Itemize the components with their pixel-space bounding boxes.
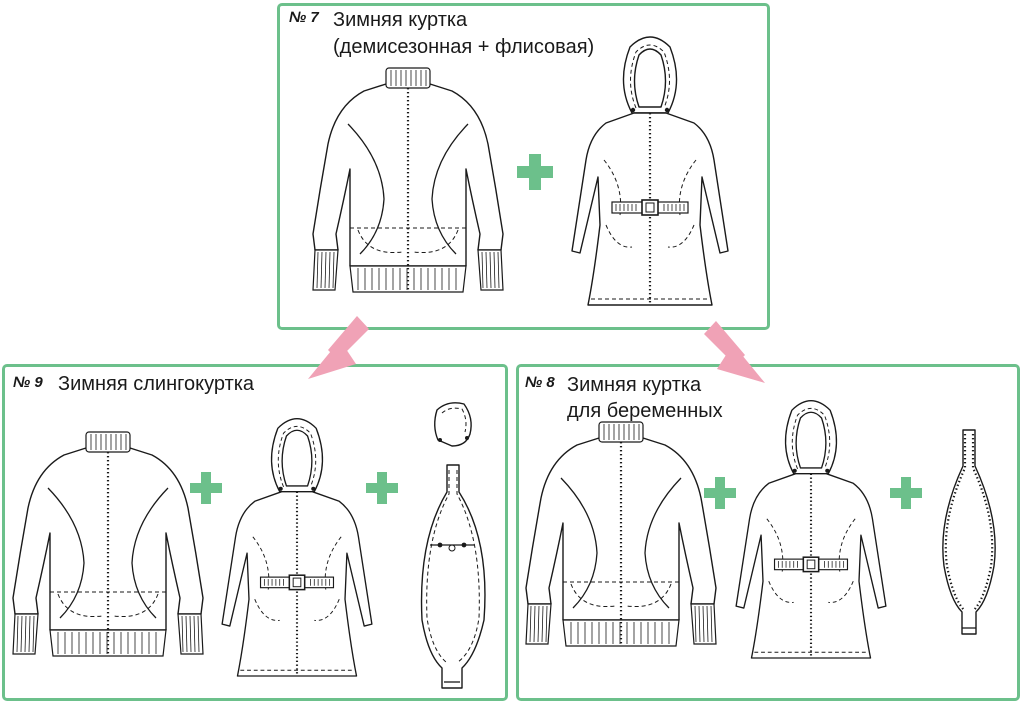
panel-7-number: № 7 <box>289 9 319 26</box>
panel-7-title-line2: (демисезонная + флисовая) <box>333 36 595 58</box>
demi-season-jacket-figure <box>311 66 505 294</box>
panel-7-title-line1: Зимняя куртка <box>333 9 468 31</box>
sling-insert-figure <box>420 464 486 689</box>
demi-season-jacket-figure <box>524 420 718 648</box>
plus-icon <box>704 477 736 509</box>
maternity-insert-figure <box>942 429 996 635</box>
panel-8-number: № 8 <box>525 374 555 391</box>
panel-9-number: № 9 <box>13 374 43 391</box>
fleece-coat-figure <box>735 399 887 660</box>
panel-8-title-line1: Зимняя куртка <box>567 374 702 396</box>
arrow-down-left-icon <box>308 316 369 379</box>
plus-icon <box>517 154 553 190</box>
demi-season-jacket-figure <box>11 430 205 658</box>
panel-8-title-line2: для беременных <box>567 400 723 422</box>
sling-hood-insert-figure <box>434 402 472 447</box>
plus-icon <box>190 472 222 504</box>
fleece-coat-figure <box>570 35 730 307</box>
fleece-coat-figure <box>221 417 373 678</box>
plus-icon <box>890 477 922 509</box>
arrow-down-right-icon <box>704 321 765 383</box>
panel-9-title-line1: Зимняя слингокуртка <box>58 373 255 395</box>
plus-icon <box>366 472 398 504</box>
